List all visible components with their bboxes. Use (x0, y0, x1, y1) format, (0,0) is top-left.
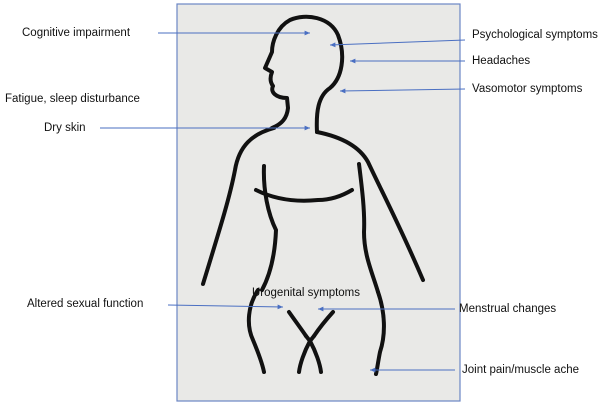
label-menstrual-changes: Menstrual changes (459, 302, 556, 316)
label-joint-pain-muscle-ache: Joint pain/muscle ache (462, 363, 579, 377)
label-psychological-symptoms: Psychological symptoms (472, 28, 598, 42)
label-headaches: Headaches (472, 54, 530, 68)
label-fatigue-sleep: Fatigue, sleep disturbance (5, 92, 140, 106)
label-urogenital-symptoms: Urogenital symptoms (252, 286, 360, 300)
label-cognitive-impairment: Cognitive impairment (22, 26, 130, 40)
label-dry-skin: Dry skin (44, 121, 86, 135)
figure-panel (177, 4, 460, 401)
label-altered-sexual-function: Altered sexual function (27, 297, 143, 311)
label-vasomotor-symptoms: Vasomotor symptoms (472, 82, 582, 96)
